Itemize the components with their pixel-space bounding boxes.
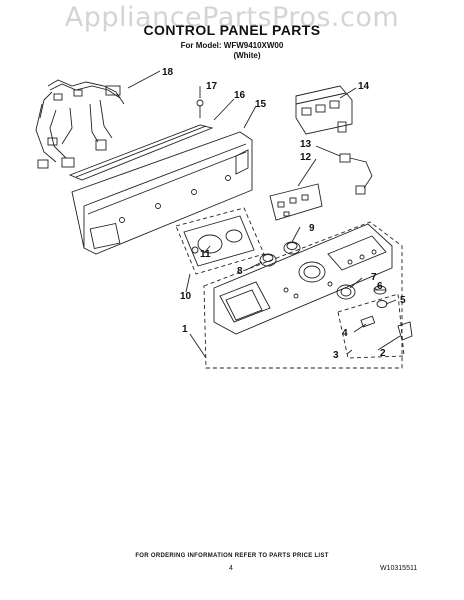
callout-4: 4 — [342, 328, 348, 339]
callout-7: 7 — [371, 272, 377, 283]
knob-part — [397, 321, 413, 341]
callout-16: 16 — [234, 90, 246, 101]
callout-1: 1 — [182, 324, 188, 335]
callout-9: 9 — [309, 223, 315, 234]
screw-part — [196, 99, 204, 118]
callout-6: 6 — [377, 281, 383, 292]
shaft-part — [360, 315, 376, 328]
trim-strip-part — [68, 124, 214, 181]
callout-3: 3 — [333, 350, 339, 361]
callout-8: 8 — [237, 266, 243, 277]
color-line: (White) — [233, 51, 261, 60]
callout-12: 12 — [300, 152, 312, 163]
model-line: For Model: WFW9410XW00 — [180, 41, 284, 50]
callout-18: 18 — [162, 67, 174, 78]
callout-5: 5 — [400, 295, 406, 306]
page-title: CONTROL PANEL PARTS — [143, 22, 321, 38]
callout-10: 10 — [180, 291, 192, 302]
page-number: 4 — [229, 565, 233, 572]
doc-number: W10315511 — [380, 565, 418, 572]
control-board-part — [295, 85, 353, 135]
watermark: AppliancePartsPros.com — [64, 2, 400, 33]
footer-note: FOR ORDERING INFORMATION REFER TO PARTS … — [135, 553, 329, 559]
sensor-harness-part — [339, 153, 373, 195]
console-panel-part — [213, 223, 393, 335]
callout-17: 17 — [206, 81, 218, 92]
knob-bezel-part — [336, 284, 356, 300]
cycle-knob-part — [259, 253, 277, 267]
ui-board-part — [269, 183, 323, 221]
callout-2: 2 — [380, 348, 386, 359]
knob-housing-part — [183, 215, 255, 267]
callout-15: 15 — [255, 99, 267, 110]
wire-harness-part — [35, 79, 125, 169]
callout-13: 13 — [300, 139, 312, 150]
clip-part — [376, 300, 388, 308]
callout-14: 14 — [358, 81, 370, 92]
bushing-part — [373, 285, 387, 295]
callout-11: 11 — [200, 249, 211, 260]
console-frame-part — [71, 131, 253, 255]
